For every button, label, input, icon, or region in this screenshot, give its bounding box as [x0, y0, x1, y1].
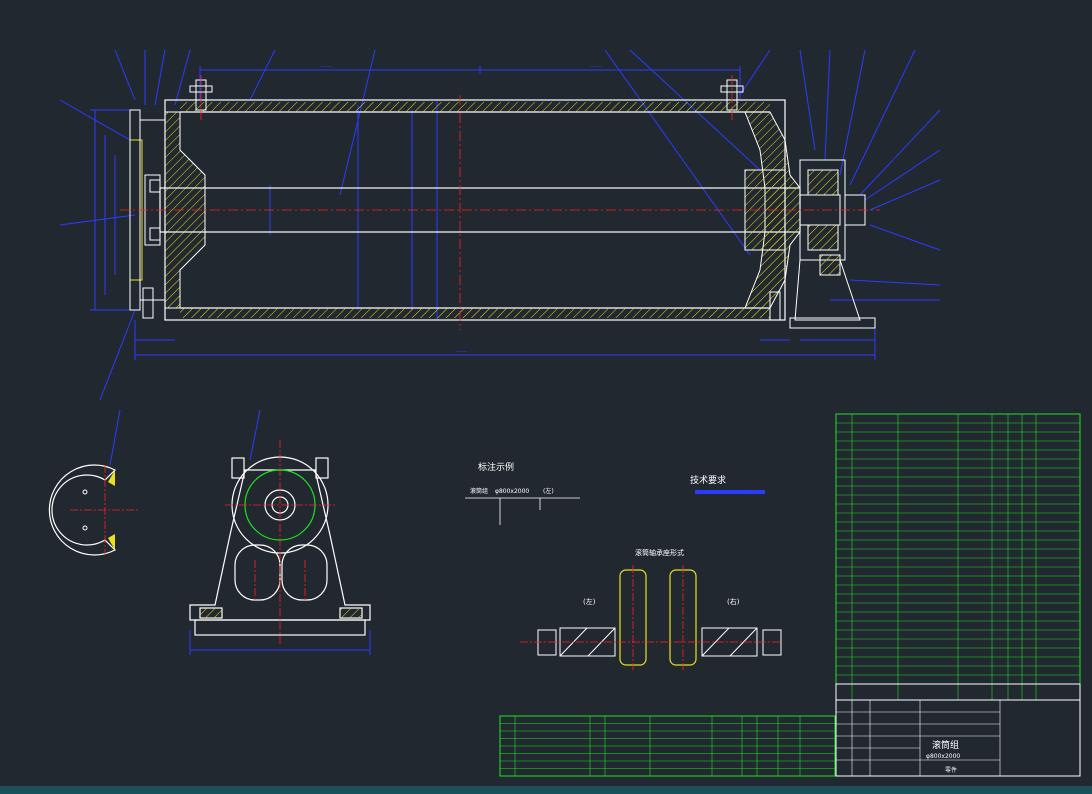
- svg-text:——: ——: [590, 63, 602, 70]
- svg-text:——: ——: [455, 348, 467, 355]
- drawing-subtitle: 零件: [945, 766, 957, 774]
- title-block: 滚筒组 φ800x2000 零件: [835, 699, 1081, 777]
- section-example-label: 滚筒组: [470, 487, 488, 495]
- bearing-title: 滚筒轴承座形式: [635, 548, 684, 557]
- bearing-half-ring: [48, 409, 140, 556]
- main-assembly-view: —— —— ——: [59, 49, 941, 401]
- section-example-value: φ800x2000: [495, 488, 529, 495]
- dimension-labels: —— —— ——: [320, 63, 602, 355]
- bolts: [142, 79, 781, 321]
- parts-list-table: [835, 413, 1081, 701]
- centerlines: [120, 75, 880, 330]
- shell-bottom-hatch: [180, 308, 770, 318]
- drawing-spec: φ800x2000: [926, 753, 960, 760]
- svg-text:——: ——: [320, 63, 332, 70]
- section-example-suffix: (左): [543, 487, 554, 495]
- right-label: (右): [727, 597, 740, 606]
- drawing-title: 滚筒组: [932, 739, 959, 751]
- shell-top-hatch: [180, 102, 770, 112]
- right-bearing-housing: [789, 159, 876, 329]
- annotation-area: 标注示例 滚筒组 φ800x2000 (左) 技术要求 滚筒轴承座形式 (左) …: [465, 461, 782, 670]
- left-label: (左): [583, 597, 596, 606]
- bearing-seat-end-view: [189, 409, 371, 655]
- section-example-title: 标注示例: [478, 461, 514, 473]
- bom-table: [499, 715, 836, 777]
- status-strip: [0, 786, 1092, 794]
- technical-requirements-title: 技术要求: [690, 474, 726, 486]
